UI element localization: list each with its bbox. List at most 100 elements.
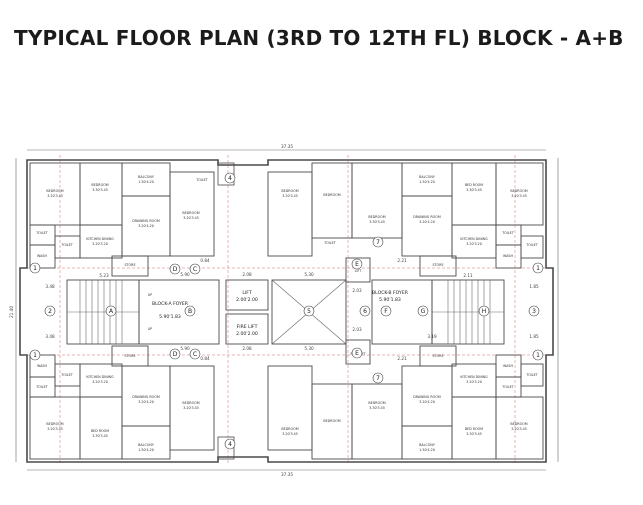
unit-top-left: BEDROOM 3.20'3.45 BEDROOM 3.30'3.45 BALC… <box>29 162 215 277</box>
dimension-label: 2.03 <box>352 327 362 332</box>
grid-marker-1: 1 <box>33 352 37 359</box>
room-toilet-label: TOILET <box>195 178 209 182</box>
grid-marker-d: D <box>173 351 178 358</box>
room-bedroom-label: BEDROOM <box>182 401 199 405</box>
block-b-foyer-size: 5.90'1.83 <box>379 297 401 303</box>
room-bedroom-label: BEDROOM <box>368 401 385 405</box>
dimension-label: 5.23 <box>99 273 109 278</box>
dimension-label: 0.84 <box>200 356 210 361</box>
lift-label: LIFT <box>242 290 251 296</box>
room-toilet-label: TOILET <box>525 373 539 377</box>
room-store-label: STORE <box>432 263 443 267</box>
room-bedroom-size: 3.20'3.45 <box>282 194 298 198</box>
grid-marker-4: 4 <box>228 175 232 182</box>
room-bedroom-size: 3.30'3.45 <box>369 220 385 224</box>
room-bedroom-label: BEDROOM <box>182 211 199 215</box>
room-balcony-label: BALCONY <box>419 175 436 179</box>
room-kitchen-label: KITCHEN DINING <box>460 237 488 241</box>
room-kitchen-label: KITCHEN DINING <box>460 375 488 379</box>
grid-marker-3: 3 <box>532 308 536 315</box>
block-b-foyer-label: BLOCK-B FOYER <box>372 290 409 296</box>
dimension-label: 5.90 <box>180 346 190 351</box>
overall-width-dimension-top: 37.35 <box>27 144 546 151</box>
room-bedroom-size: 3.20'3.45 <box>183 216 199 220</box>
dimension-label: 1.85 <box>529 284 539 289</box>
room-balcony-size: 1.50'4.20 <box>419 448 435 452</box>
grid-marker-e: E <box>355 261 359 268</box>
room-kitchen-size: 3.20'3.20 <box>92 380 108 384</box>
room-balcony-label: BALCONY <box>138 175 155 179</box>
room-toilet-label: TOILET <box>35 231 49 235</box>
unit-bottom-left: BEDROOM 3.20'3.45 BED ROOM 3.30'3.45 BAL… <box>29 345 215 460</box>
room-bedroom-size: 3.20'3.45 <box>183 406 199 410</box>
overall-depth-dimension-left: 21.40 <box>9 158 17 462</box>
room-store-label: STORE <box>124 354 135 358</box>
room-toilet-label: TOILET <box>501 385 515 389</box>
room-bedroom-label: BEDROOM <box>46 189 63 193</box>
room-drawing-size: 3.20'4.20 <box>419 400 435 404</box>
room-bedroom-label: BEDROOM <box>323 193 340 197</box>
grid-letter-markers: A B C C D D E E F G H <box>105 258 490 360</box>
block-a-foyer-size: 5.90'1.83 <box>159 314 181 320</box>
grid-marker-c: C <box>193 266 197 273</box>
room-balcony-label: BALCONY <box>138 443 155 447</box>
core-dimensions: 5.90 5.90 2.08 2.08 5.30 5.30 2.03 2.03 … <box>45 258 539 361</box>
dimension-label: 3.19 <box>427 334 437 339</box>
stair-up-label: UP <box>148 327 152 331</box>
room-store-label: STORE <box>124 263 135 267</box>
room-bedroom-label: BEDROOM <box>510 422 527 426</box>
room-kitchen-label: KITCHEN DINING <box>86 237 114 241</box>
room-kitchen-label: KITCHEN DINING <box>86 375 114 379</box>
room-balcony-size: 1.50'4.20 <box>138 448 154 452</box>
room-drawing-label: DRAWING ROOM <box>413 215 441 219</box>
room-balcony-size: 1.50'4.20 <box>419 180 435 184</box>
dimension-label: 2.21 <box>397 258 407 263</box>
stair-up-label: UP <box>148 293 152 297</box>
grid-marker-1: 1 <box>33 265 37 272</box>
room-bedroom-label: BED ROOM <box>465 427 483 431</box>
grid-marker-7: 7 <box>376 239 380 246</box>
overall-depth-label-left: 21.40 <box>9 306 14 318</box>
room-bedroom-size: 3.30'3.45 <box>92 434 108 438</box>
dimension-label: 2.21 <box>397 356 407 361</box>
page-title: TYPICAL FLOOR PLAN (3RD TO 12TH FL) BLOC… <box>14 26 624 50</box>
lift-label: LIFT <box>355 269 363 273</box>
room-bedroom-size: 3.30'3.45 <box>466 188 482 192</box>
room-bedroom-size: 3.30'3.45 <box>92 188 108 192</box>
room-bedroom-label: BEDROOM <box>368 215 385 219</box>
room-wash-label: WASH <box>37 254 47 258</box>
overall-width-dimension-bottom: 37.35 <box>27 469 546 477</box>
room-toilet-label: TOILET <box>60 243 74 247</box>
dimension-label: 3.48 <box>45 334 55 339</box>
fire-lift-label: FIRE LIFT <box>237 324 258 330</box>
grid-marker-h: H <box>482 308 487 315</box>
room-drawing-label: DRAWING ROOM <box>413 395 441 399</box>
room-bedroom-label: BEDROOM <box>510 189 527 193</box>
room-bedroom-label: BED ROOM <box>91 429 109 433</box>
grid-marker-1: 1 <box>536 352 540 359</box>
grid-marker-e: E <box>355 350 359 357</box>
room-toilet-label: TOILET <box>501 231 515 235</box>
room-bedroom-label: BEDROOM <box>281 427 298 431</box>
dimension-label: 2.08 <box>242 346 252 351</box>
grid-marker-a: A <box>109 308 114 315</box>
room-wash-label: WASH <box>503 364 513 368</box>
grid-marker-c: C <box>193 351 197 358</box>
room-bedroom-size: 3.20'3.45 <box>511 427 527 431</box>
overall-width-label-top: 37.35 <box>281 144 293 149</box>
grid-marker-7: 7 <box>376 375 380 382</box>
grid-marker-6: 6 <box>363 308 367 315</box>
building-outline <box>19 159 554 463</box>
room-drawing-size: 3.20'4.20 <box>419 220 435 224</box>
room-bedroom-label: BEDROOM <box>91 183 108 187</box>
grid-marker-2: 2 <box>48 308 52 315</box>
unit-bottom-right: BEDROOM 3.20'3.45 BEDROOM BEDROOM 3.30'3… <box>267 345 544 460</box>
block-a-foyer-label: BLOCK-A FOYER <box>152 301 189 307</box>
unit-top-right: BEDROOM 3.20'3.45 BEDROOM BEDROOM 3.30'3… <box>267 162 544 277</box>
grid-marker-g: G <box>421 308 426 315</box>
room-bedroom-size: 3.20'3.45 <box>282 432 298 436</box>
grid-marker-1: 1 <box>536 265 540 272</box>
room-balcony-size: 1.50'4.20 <box>138 180 154 184</box>
dimension-label: 3.48 <box>45 284 55 289</box>
